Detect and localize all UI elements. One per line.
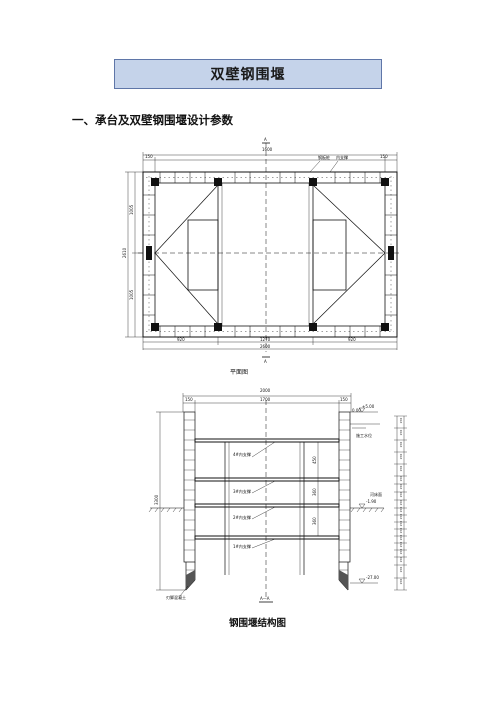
right-dim-19: 150 xyxy=(399,579,403,585)
section-labels: 2000 150 1700 150 +5.00 0.00 施工水位 河床面 -1… xyxy=(154,388,403,601)
section-view xyxy=(148,393,407,603)
plan-dim-left-upper: 1005 xyxy=(129,204,134,215)
plan-dim-left-lower: 1005 xyxy=(129,289,134,300)
right-dim-4: 150 xyxy=(399,454,403,460)
right-dim-3: 150 xyxy=(399,442,403,448)
plan-dim-bottom-mid: 1270 xyxy=(260,337,271,342)
right-dim-5: 150 xyxy=(399,466,403,472)
plan-section-mark-bottom: A xyxy=(264,359,267,364)
water-label: 施工水位 xyxy=(356,432,372,438)
section-mark-label: A—A xyxy=(260,596,270,601)
blade-label: 刃脚混凝土 xyxy=(166,594,186,600)
right-dim-2: 150 xyxy=(399,430,403,436)
plan-dim-top: 1600 xyxy=(262,147,273,152)
plan-caption: 平面图 xyxy=(230,369,249,376)
level-ground: -1.90 xyxy=(366,499,377,504)
document-title: 双壁钢围堰 xyxy=(210,67,286,83)
brace-label-1: 1#内支撑 xyxy=(233,543,251,549)
section-dim-left: 150 xyxy=(185,397,193,402)
plan-section-mark-top: A xyxy=(264,137,267,142)
right-dim-18: 150 xyxy=(399,567,403,573)
right-dim-6: 150 xyxy=(399,476,403,482)
level-top: +5.00 xyxy=(362,404,375,409)
plan-label-b: 内支撑 xyxy=(336,154,348,160)
plan-dim-top-left: 150 xyxy=(145,154,153,159)
right-dim-9: 150 xyxy=(399,500,403,506)
section-dim-right: 150 xyxy=(340,397,348,402)
brace-label-2: 2#内支撑 xyxy=(233,514,251,520)
plan-dim-top-right: 150 xyxy=(380,154,388,159)
plan-dim-left-total: 2610 xyxy=(122,247,127,258)
plan-dim-bottom-left: 920 xyxy=(177,337,185,342)
ground-label: 河床面 xyxy=(370,491,382,497)
right-dim-7: 150 xyxy=(399,484,403,490)
plan-label-a: 钢板桩 xyxy=(318,154,330,160)
right-dim-8: 150 xyxy=(399,492,403,498)
right-dim-11: 150 xyxy=(399,514,403,520)
document-title-box: 双壁钢围堰 xyxy=(114,59,382,89)
right-dim-10: 150 xyxy=(399,507,403,513)
brace-label-3: 3#内支撑 xyxy=(233,488,251,494)
plan-labels: A A 1600 150 150 钢板桩 内支撑 920 1270 920 26… xyxy=(122,137,388,364)
mid-dim-3: 360 xyxy=(312,517,317,525)
plan-dim-bottom-right: 920 xyxy=(348,337,356,342)
section-dim-total: 2000 xyxy=(260,388,271,393)
level-top2: 0.00 xyxy=(352,408,361,413)
right-dim-1: 150 xyxy=(399,418,403,424)
section-dim-height: 3300 xyxy=(154,494,159,505)
right-dim-15: 150 xyxy=(399,542,403,548)
plan-dim-bottom-total: 2600 xyxy=(260,344,271,349)
right-dim-12: 150 xyxy=(399,521,403,527)
right-dim-14: 150 xyxy=(399,535,403,541)
right-dim-17: 150 xyxy=(399,557,403,563)
brace-label-4: 4#内支撑 xyxy=(233,451,251,457)
right-dim-13: 150 xyxy=(399,528,403,534)
structure-caption: 钢围堰结构图 xyxy=(229,618,287,629)
section-dim-mid: 1700 xyxy=(260,397,271,402)
section-heading: 一、承台及双壁钢围堰设计参数 xyxy=(72,113,233,127)
plan-view xyxy=(125,142,402,358)
mid-dim-2: 360 xyxy=(312,488,317,496)
level-bottom: -27.00 xyxy=(366,575,379,580)
right-dim-16: 150 xyxy=(399,549,403,555)
mid-dim-1: 450 xyxy=(312,456,317,464)
